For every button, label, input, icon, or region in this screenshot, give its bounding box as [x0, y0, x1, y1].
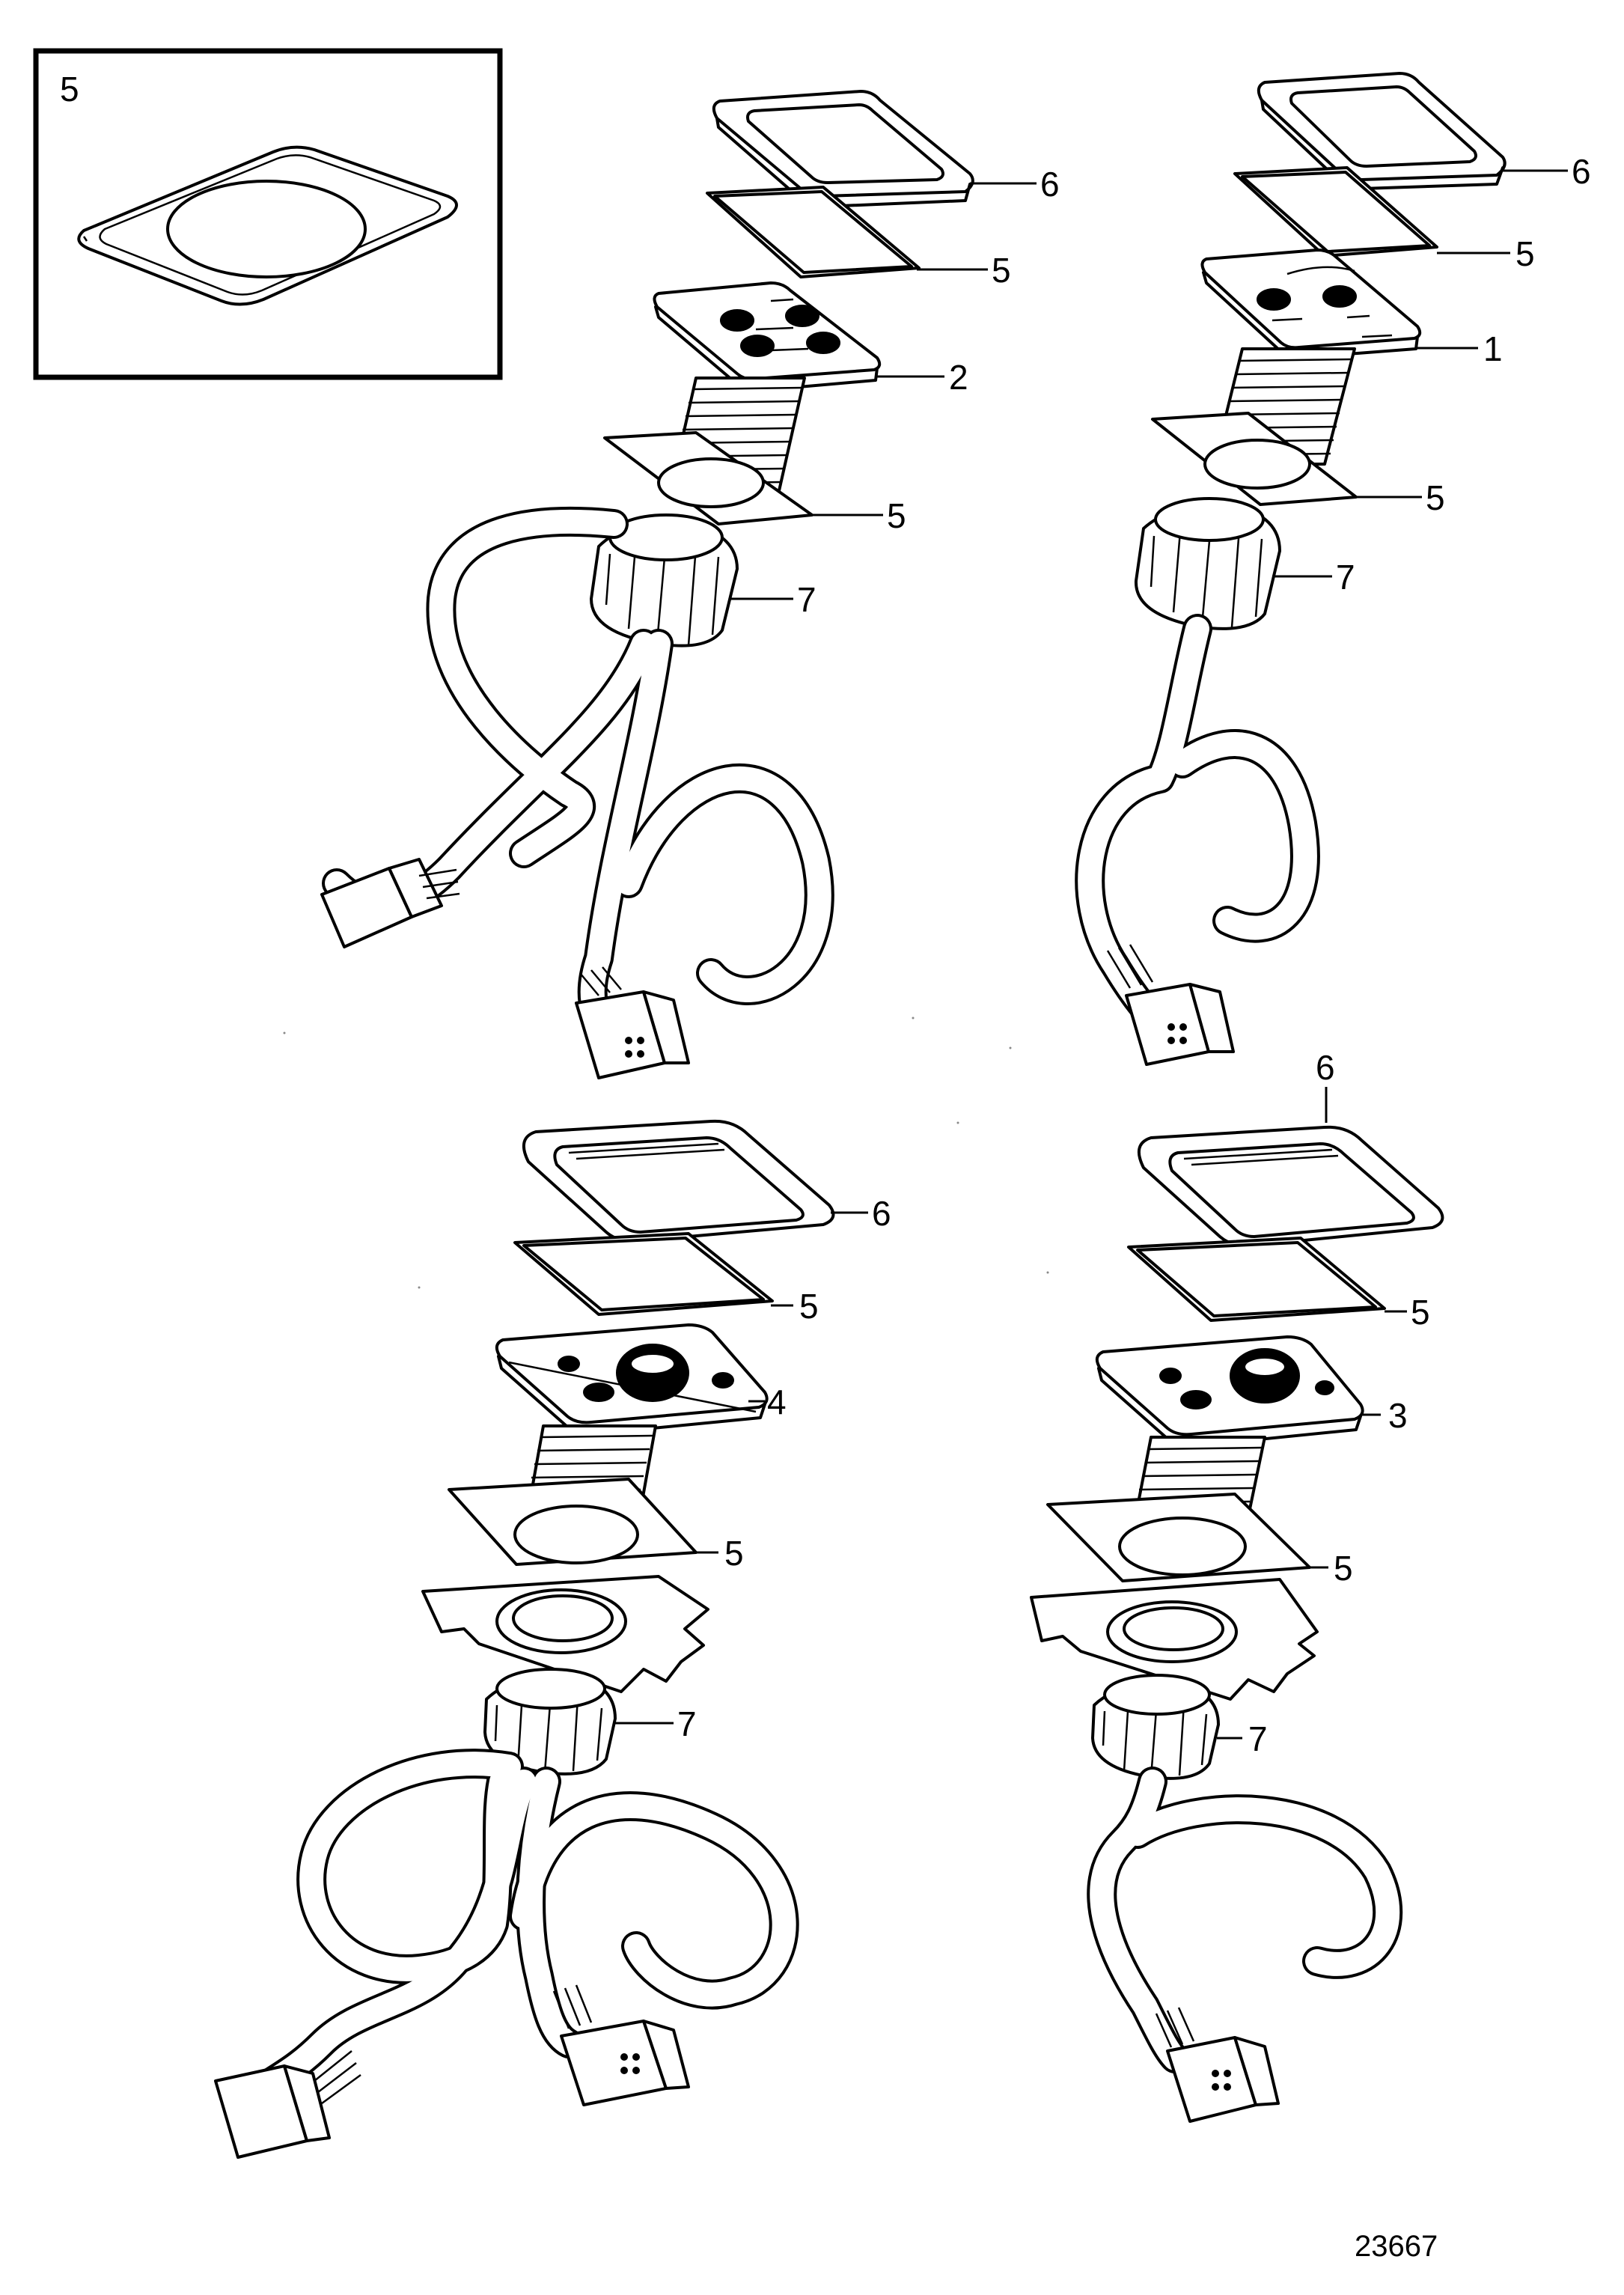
callout-seal-bottom: 5: [724, 1534, 744, 1573]
connector-icon: [320, 858, 460, 948]
cable-harness-icon: [247, 1749, 799, 2103]
assembly-top-right: 6 5 1 5 7: [1075, 72, 1591, 1066]
control-panel-icon: [653, 281, 882, 392]
bezel-icon: [712, 90, 974, 208]
callout-leaders: [1272, 169, 1568, 578]
control-panel-icon: [1095, 1335, 1364, 1448]
figure-number: 23667: [1355, 2230, 1438, 2263]
mounting-panel-icon: [1030, 1578, 1319, 1701]
callout-bezel: 6: [1316, 1048, 1335, 1087]
gasket-icon: [1233, 166, 1438, 257]
callout-panel: 4: [767, 1383, 787, 1421]
callout-nut: 7: [677, 1704, 697, 1743]
bezel-icon: [1137, 1125, 1444, 1248]
inset-callout-label: 5: [60, 70, 79, 109]
assembly-top-left: 6 5 2 5 7: [320, 90, 1060, 1079]
callout-bezel: 6: [1572, 152, 1591, 191]
control-panel-icon: [495, 1323, 769, 1436]
connector-icon: [1106, 944, 1235, 1066]
knurled-nut-icon: [483, 1668, 617, 1776]
callout-bezel: 6: [872, 1194, 891, 1233]
callout-leaders: [1217, 1310, 1407, 1740]
flange-seal-icon: [448, 1478, 697, 1566]
callout-seal-top: 5: [1515, 234, 1535, 273]
connector-icon: [214, 2050, 361, 2159]
assembly-bottom-left: 6 5 4 5 7: [214, 1119, 891, 2159]
callout-nut: 7: [1336, 558, 1355, 597]
callout-leaders: [730, 182, 1037, 600]
callout-bezel: 6: [1040, 165, 1060, 204]
mounting-panel-icon: [421, 1575, 709, 1693]
gasket-icon: [1127, 1237, 1386, 1322]
callout-seal-top: 5: [1411, 1293, 1430, 1332]
connector-icon: [1155, 2007, 1280, 2123]
gasket-icon: [513, 1232, 774, 1316]
print-specks: [283, 1017, 1049, 1289]
cable-harness-icon: [1087, 1767, 1403, 2073]
callout-leaders: [614, 1211, 868, 1725]
knurled-nut-icon: [1091, 1674, 1220, 1780]
bezel-icon: [522, 1119, 835, 1243]
callout-nut: 7: [797, 580, 816, 619]
inset-seal-icon: [77, 145, 458, 306]
connector-icon: [552, 1984, 690, 2106]
knurled-nut-icon: [590, 513, 739, 647]
inset-detail-seal: 5: [33, 48, 503, 380]
control-panel-icon: [1200, 249, 1422, 359]
connector-icon: [575, 966, 690, 1079]
flange-seal-icon: [1046, 1493, 1311, 1582]
callout-seal-bottom: 5: [1426, 478, 1445, 517]
callout-seal-top: 5: [799, 1287, 819, 1326]
callout-seal-bottom: 5: [1334, 1549, 1353, 1588]
callout-panel: 1: [1483, 329, 1503, 368]
callout-panel: 3: [1388, 1396, 1408, 1435]
knurled-nut-icon: [1134, 497, 1281, 630]
assembly-bottom-right: 6 5 3 5 7: [1030, 1048, 1444, 2123]
callout-seal-bottom: 5: [887, 496, 906, 535]
callout-nut: 7: [1248, 1719, 1268, 1758]
cable-harness-icon: [1075, 614, 1320, 1048]
callout-panel: 2: [949, 358, 968, 397]
gasket-icon: [706, 186, 921, 278]
callout-seal-top: 5: [992, 251, 1011, 290]
